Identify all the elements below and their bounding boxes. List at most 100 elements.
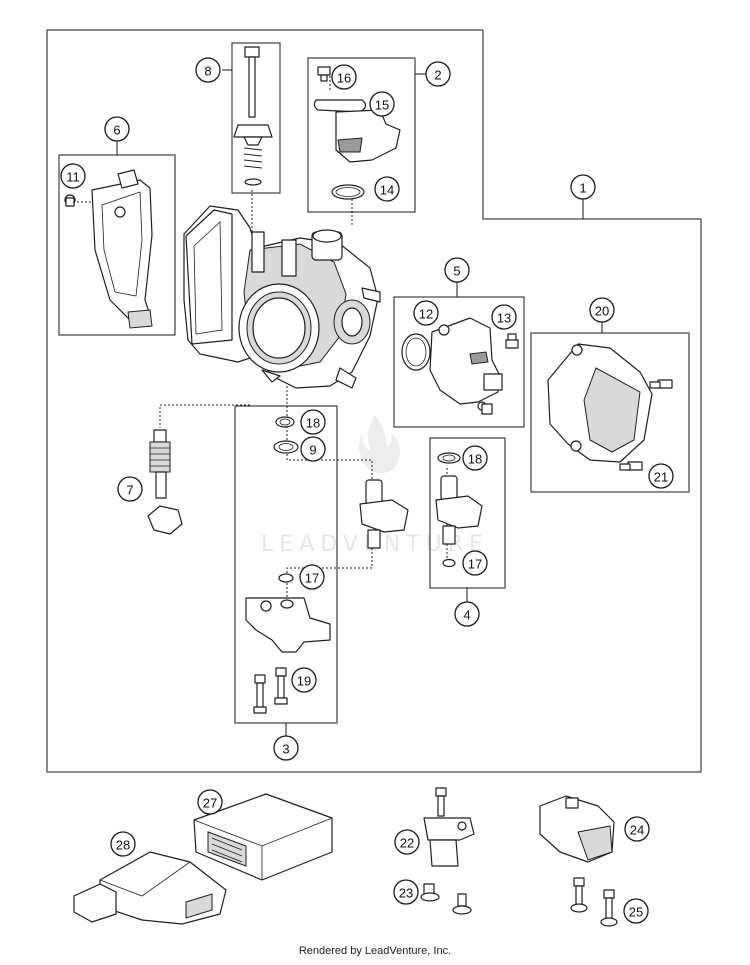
- callout-23: 23: [393, 879, 419, 905]
- callout-circle: [273, 735, 299, 761]
- callout-circle: [648, 463, 674, 489]
- callout-circle: [291, 667, 317, 693]
- callout-14: 14: [374, 176, 400, 202]
- callout-label: 21: [654, 470, 668, 485]
- callout-3: 3: [273, 735, 299, 761]
- callout-circle: [589, 297, 615, 323]
- callout-label: 17: [305, 571, 319, 586]
- sensor-plug-7-part: [147, 429, 183, 535]
- callout-label: 22: [400, 836, 414, 851]
- callout-circle: [331, 64, 357, 90]
- callout-circle: [623, 898, 649, 924]
- ecu-27-part: [193, 793, 333, 881]
- callout-label: 16: [337, 71, 351, 86]
- sensor-cover-20-part: [547, 343, 673, 471]
- callout-circle: [425, 61, 451, 87]
- callout-circle: [454, 601, 480, 627]
- callout-18b: 18: [462, 445, 488, 471]
- leader-lines: [116, 69, 603, 738]
- throttle-bracket-part: [64, 169, 153, 329]
- callout-circle: [624, 816, 650, 842]
- sensor-22-part: [423, 787, 475, 867]
- callout-25: 25: [623, 898, 649, 924]
- callout-circle: [491, 304, 517, 330]
- box-2: [307, 57, 416, 213]
- callout-label: 5: [453, 264, 460, 279]
- callout-8: 8: [195, 57, 221, 83]
- callout-label: 17: [468, 557, 482, 572]
- injector-set-4-part: [435, 452, 483, 568]
- callout-19: 19: [291, 667, 317, 693]
- callout-label: 19: [297, 674, 311, 689]
- callout-circle: [444, 257, 470, 283]
- callout-label: 18: [306, 416, 320, 431]
- callout-label: 2: [434, 68, 441, 83]
- callout-21: 21: [648, 463, 674, 489]
- callout-11: 11: [60, 163, 86, 189]
- callout-22: 22: [394, 829, 420, 855]
- callout-circle: [300, 409, 326, 435]
- callout-circle: [394, 829, 420, 855]
- callout-18a: 18: [300, 409, 326, 435]
- box-5: [393, 296, 525, 428]
- callout-label: 18: [468, 452, 482, 467]
- callout-28: 28: [110, 831, 136, 857]
- callout-label: 15: [375, 98, 389, 113]
- injector-set-3-part: [245, 416, 409, 714]
- callout-label: 24: [630, 823, 644, 838]
- callout-label: 7: [126, 483, 133, 498]
- callout-label: 27: [203, 796, 217, 811]
- callout-label: 8: [204, 64, 211, 79]
- sensor-set-part: [313, 66, 401, 200]
- callout-circle: [117, 476, 143, 502]
- callout-label: 23: [399, 886, 413, 901]
- callout-7: 7: [117, 476, 143, 502]
- callout-circle: [110, 831, 136, 857]
- throttle-body-part: [183, 205, 381, 389]
- callout-20: 20: [589, 297, 615, 323]
- callout-label: 6: [113, 123, 120, 138]
- callout-circle: [413, 300, 439, 326]
- box-20: [530, 332, 690, 493]
- callout-16: 16: [331, 64, 357, 90]
- callout-label: 20: [595, 304, 609, 319]
- callout-4: 4: [454, 601, 480, 627]
- idle-screw-part: [233, 46, 273, 186]
- callout-circle: [197, 789, 223, 815]
- callout-13: 13: [491, 304, 517, 330]
- callout-label: 1: [579, 181, 586, 196]
- plug-24-part: [539, 795, 615, 863]
- callout-24: 24: [624, 816, 650, 842]
- callout-label: 13: [497, 311, 511, 326]
- callout-6: 6: [104, 116, 130, 142]
- callout-9: 9: [300, 436, 326, 462]
- callout-17a: 17: [299, 564, 325, 590]
- callout-label: 28: [116, 838, 130, 853]
- callout-circle: [60, 163, 86, 189]
- screws-23-part: [420, 883, 472, 915]
- callout-15: 15: [369, 91, 395, 117]
- callout-label: 14: [380, 183, 394, 198]
- callout-circle: [369, 91, 395, 117]
- watermark-flame-icon: [359, 415, 400, 473]
- sensor-set-5-part: [401, 317, 519, 415]
- callout-circle: [393, 879, 419, 905]
- callout-2: 2: [425, 61, 451, 87]
- callout-circle: [299, 564, 325, 590]
- callout-label: 25: [629, 905, 643, 920]
- callout-27: 27: [197, 789, 223, 815]
- callout-label: 9: [309, 443, 316, 458]
- callout-17b: 17: [462, 550, 488, 576]
- assembly-boundary: [46, 29, 702, 773]
- callout-label: 12: [419, 307, 433, 322]
- connector-28-part: [73, 851, 227, 925]
- box-8: [231, 42, 281, 194]
- callout-label: 3: [282, 742, 289, 757]
- callout-circle: [374, 176, 400, 202]
- callout-circle: [462, 445, 488, 471]
- footer-credit: Rendered by LeadVenture, Inc.: [298, 945, 452, 957]
- screws-25-part: [570, 877, 618, 927]
- callout-5: 5: [444, 257, 470, 283]
